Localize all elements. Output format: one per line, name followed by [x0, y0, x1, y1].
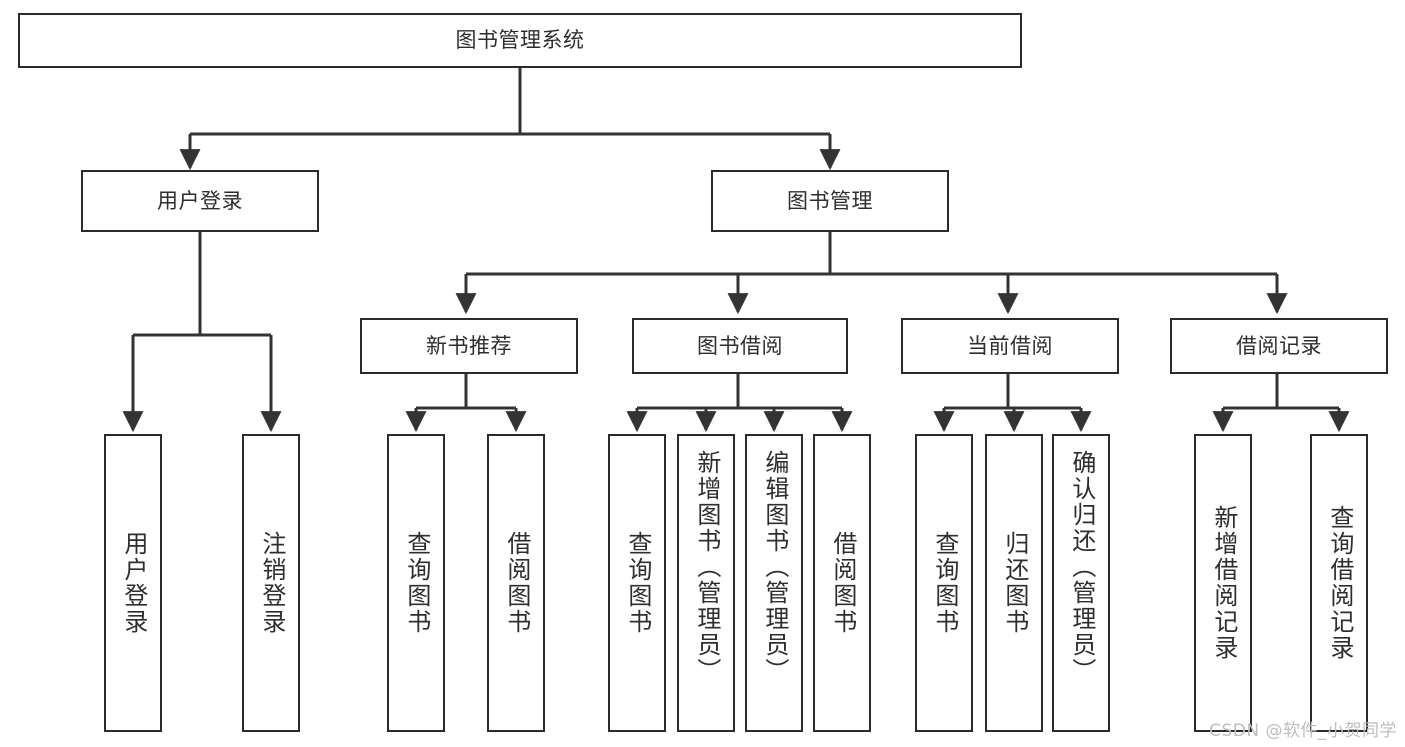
node-root-label: 图书管理系统: [455, 28, 585, 53]
leaf-query-book-borrow-inner: 查询图书: [610, 436, 664, 730]
leaf-edit-book-admin[interactable]: 编辑图书（管理员）: [745, 434, 803, 732]
leaf-query-book-borrow-label: 查询图书: [623, 531, 652, 635]
leaf-user-login-inner: 用户登录: [106, 436, 160, 730]
node-book-borrow[interactable]: 图书借阅: [632, 318, 848, 374]
node-current-borrow-label: 当前借阅: [967, 333, 1053, 358]
leaf-logout-inner: 注销登录: [244, 436, 298, 730]
leaf-query-borrow-record[interactable]: 查询借阅记录: [1310, 434, 1368, 732]
node-user-login-label: 用户登录: [157, 188, 243, 213]
leaf-user-login-label: 用户登录: [119, 531, 148, 635]
leaf-borrow-book-borrow[interactable]: 借阅图书: [813, 434, 871, 732]
leaf-add-borrow-record[interactable]: 新增借阅记录: [1194, 434, 1252, 732]
leaf-add-borrow-record-label: 新增借阅记录: [1209, 505, 1238, 661]
node-book-management-label: 图书管理: [787, 188, 873, 213]
leaf-borrow-book-newbook-inner: 借阅图书: [489, 436, 543, 730]
leaf-edit-book-admin-label: 编辑图书（管理员）: [760, 450, 789, 684]
leaf-logout[interactable]: 注销登录: [242, 434, 300, 732]
leaf-user-login[interactable]: 用户登录: [104, 434, 162, 732]
node-borrow-record-label: 借阅记录: [1236, 333, 1322, 358]
node-borrow-record[interactable]: 借阅记录: [1170, 318, 1388, 374]
node-current-borrow[interactable]: 当前借阅: [901, 318, 1119, 374]
leaf-query-book-current[interactable]: 查询图书: [915, 434, 973, 732]
leaf-confirm-return-admin-inner: 确认归还（管理员）: [1054, 436, 1108, 730]
leaf-query-book-newbook[interactable]: 查询图书: [387, 434, 445, 732]
leaf-add-book-admin[interactable]: 新增图书（管理员）: [677, 434, 735, 732]
leaf-confirm-return-admin[interactable]: 确认归还（管理员）: [1052, 434, 1110, 732]
leaf-add-book-admin-inner: 新增图书（管理员）: [679, 436, 733, 730]
leaf-logout-label: 注销登录: [257, 531, 286, 635]
node-new-book-recommend-label: 新书推荐: [426, 333, 512, 358]
leaf-borrow-book-borrow-inner: 借阅图书: [815, 436, 869, 730]
leaf-add-borrow-record-inner: 新增借阅记录: [1196, 436, 1250, 730]
node-user-login[interactable]: 用户登录: [81, 170, 319, 232]
leaf-borrow-book-borrow-label: 借阅图书: [828, 531, 857, 635]
leaf-return-book-label: 归还图书: [1000, 531, 1029, 635]
leaf-confirm-return-admin-label: 确认归还（管理员）: [1067, 450, 1096, 684]
leaf-query-borrow-record-label: 查询借阅记录: [1325, 505, 1354, 661]
node-new-book-recommend[interactable]: 新书推荐: [360, 318, 578, 374]
leaf-add-book-admin-label: 新增图书（管理员）: [692, 450, 721, 684]
leaf-edit-book-admin-inner: 编辑图书（管理员）: [747, 436, 801, 730]
leaf-return-book[interactable]: 归还图书: [985, 434, 1043, 732]
leaf-query-book-current-label: 查询图书: [930, 531, 959, 635]
leaf-return-book-inner: 归还图书: [987, 436, 1041, 730]
node-book-management[interactable]: 图书管理: [711, 170, 949, 232]
node-root[interactable]: 图书管理系统: [18, 13, 1022, 68]
leaf-borrow-book-newbook[interactable]: 借阅图书: [487, 434, 545, 732]
leaf-query-book-borrow[interactable]: 查询图书: [608, 434, 666, 732]
leaf-query-book-current-inner: 查询图书: [917, 436, 971, 730]
node-book-borrow-label: 图书借阅: [697, 333, 783, 358]
leaf-query-book-newbook-inner: 查询图书: [389, 436, 443, 730]
leaf-borrow-book-newbook-label: 借阅图书: [502, 531, 531, 635]
leaf-query-book-newbook-label: 查询图书: [402, 531, 431, 635]
leaf-query-borrow-record-inner: 查询借阅记录: [1312, 436, 1366, 730]
